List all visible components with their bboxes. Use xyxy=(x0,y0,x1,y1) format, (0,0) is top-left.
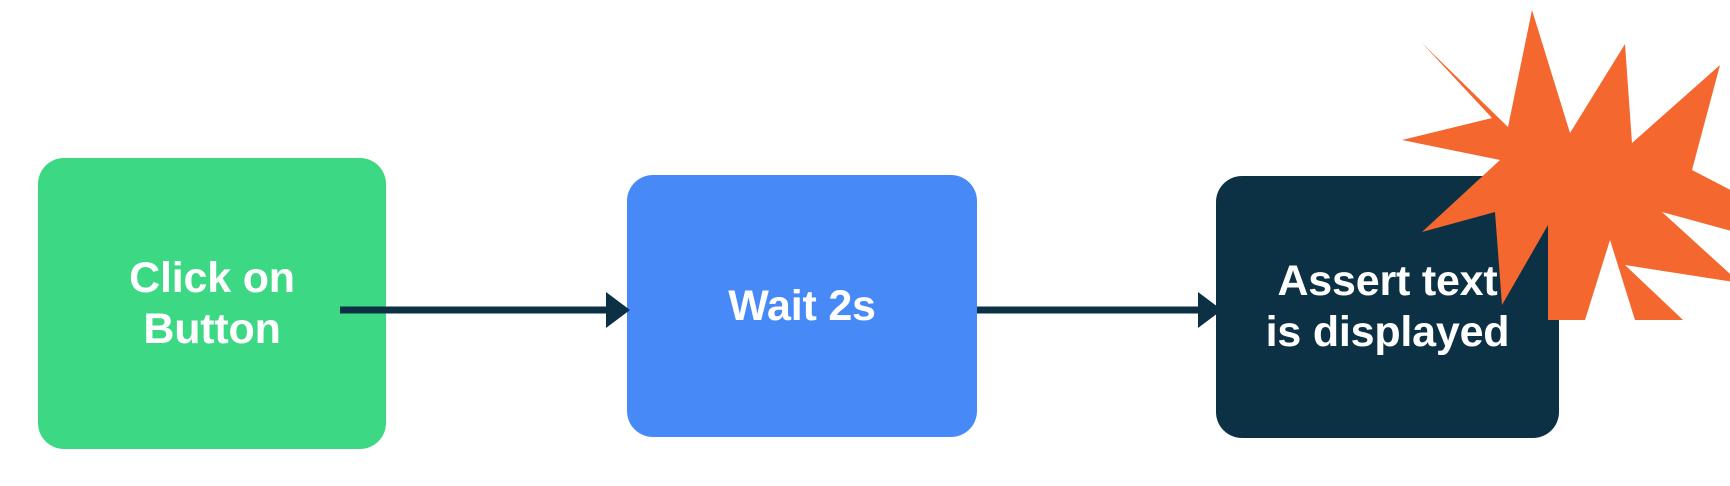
connector-click-to-wait xyxy=(340,292,630,328)
flow-node-click-on-button[interactable]: Click on Button xyxy=(38,158,386,449)
arrowhead-icon xyxy=(606,292,630,328)
flow-node-wait-2s[interactable]: Wait 2s xyxy=(627,175,977,437)
flow-node-label: Click on Button xyxy=(129,253,295,353)
arrowhead-icon xyxy=(1198,292,1222,328)
connector-wait-to-assert xyxy=(977,292,1222,328)
flow-node-assert-text-is-displayed[interactable]: Assert text is displayed xyxy=(1216,176,1559,438)
flow-node-label: Wait 2s xyxy=(728,281,876,330)
flow-node-label: Assert text is displayed xyxy=(1265,257,1510,356)
